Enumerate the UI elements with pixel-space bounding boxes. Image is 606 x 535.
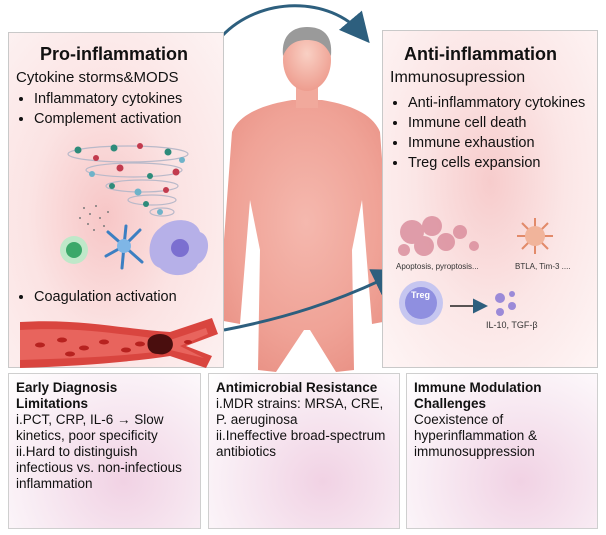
treg-label: Treg [411,290,431,300]
red-blood-cells-icon [35,337,192,357]
anti-bullet: Immune exhaustion [408,133,606,153]
treg-cell-icon [399,281,443,325]
cytokine-swirl-icon [67,145,189,217]
box-title: Early Diagnosis Limitations [16,380,118,411]
pro-bullet: Complement activation [34,109,182,129]
anti-bullet-list: Anti-inflammatory cytokines Immune cell … [390,93,606,173]
anti-bullet: Treg cells expansion [408,153,606,173]
arrow-coag-to-anti [223,269,403,332]
arrow-pro-to-anti [220,4,370,44]
exhausted-cell-icon [517,218,553,254]
pro-bullet: Inflammatory cytokines [34,89,182,109]
pro-inflammation-panel [8,32,224,368]
particle-cloud-icon [79,205,109,231]
human-figure [218,27,394,372]
btla-label: BTLA, Tim-3 .... [515,262,571,271]
anti-title: Anti-inflammation [404,44,557,64]
pro-subtitle: Cytokine storms&MODS [16,69,179,86]
anti-subtitle: Immunosupression [390,69,526,86]
anti-bullet: Anti-inflammatory cytokines [408,93,606,113]
box-text: Coexistence of hyperinflammation & immun… [414,412,538,459]
box-title: Immune Modulation Challenges [414,380,542,411]
neutrophil-icon [60,236,88,264]
blood-clot-icon [147,334,173,355]
anti-bullet: Immune cell death [408,113,606,133]
pro-coag-bullet: Coagulation activation [34,287,177,307]
pro-title: Pro-inflammation [40,44,189,64]
box-title: Antimicrobial Resistance [216,380,378,395]
immune-modulation-box: Immune Modulation Challenges Coexistence… [406,373,598,529]
early-diagnosis-box: Early Diagnosis Limitations i.PCT, CRP, … [8,373,201,529]
box-text: i.MDR strains: MRSA, CRE, P. aeruginosa … [216,396,386,459]
cytokine-dots-icon [74,143,185,215]
cytokine-vesicles-icon [495,291,516,316]
apoptotic-cells-icon [398,216,479,256]
dendritic-cell-icon [104,224,144,270]
antimicrobial-resistance-box: Antimicrobial Resistance i.MDR strains: … [208,373,400,529]
apoptosis-label: Apoptosis, pyroptosis... [396,262,479,271]
box-text: i.PCT, CRP, IL-6 → Slow kinetics, poor s… [16,412,182,491]
il10-label: IL-10, TGF-β [486,320,538,330]
macrophage-icon [149,220,209,276]
pro-coag-list: Coagulation activation [16,287,177,307]
pro-bullet-list: Inflammatory cytokines Complement activa… [16,89,182,129]
